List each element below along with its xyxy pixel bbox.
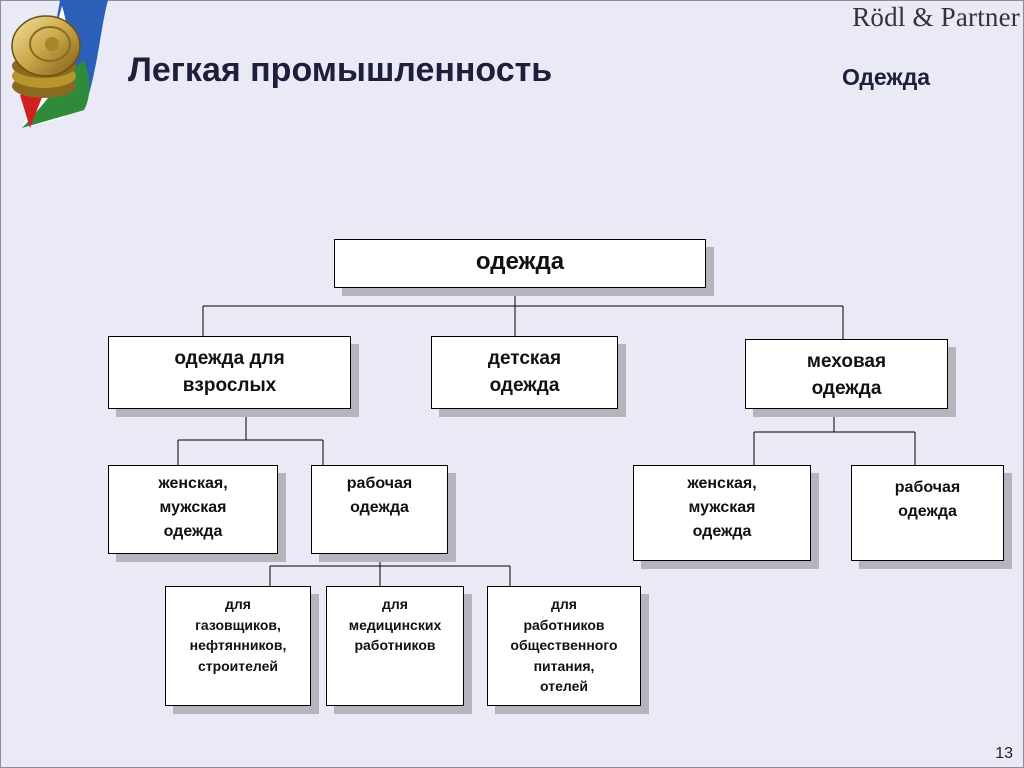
coins-flag-logo	[11, 0, 108, 128]
node-work-gas-oil-builders: для газовщиков, нефтянников, строителей	[165, 586, 311, 706]
node-fur-casual-clothing: женская, мужская одежда	[633, 465, 811, 561]
page-subtitle: Одежда	[842, 64, 931, 90]
node-fur-work-clothing: рабочая одежда	[851, 465, 1004, 561]
node-work-catering-hotels: для работников общественного питания, от…	[487, 586, 641, 706]
node-adult-casual-clothing: женская, мужская одежда	[108, 465, 278, 554]
node-children-clothing: детская одежда	[431, 336, 618, 409]
node-clothing: одежда	[334, 239, 706, 288]
node-work-medical: для медицинских работников	[326, 586, 464, 706]
node-adult-work-clothing: рабочая одежда	[311, 465, 448, 554]
page-number: 13	[995, 745, 1013, 762]
node-fur-clothing: меховая одежда	[745, 339, 948, 409]
page-title: Легкая промышленность	[128, 51, 553, 89]
node-adult-clothing: одежда для взрослых	[108, 336, 351, 409]
brand-logo-text: Rödl & Partner	[852, 2, 1020, 32]
